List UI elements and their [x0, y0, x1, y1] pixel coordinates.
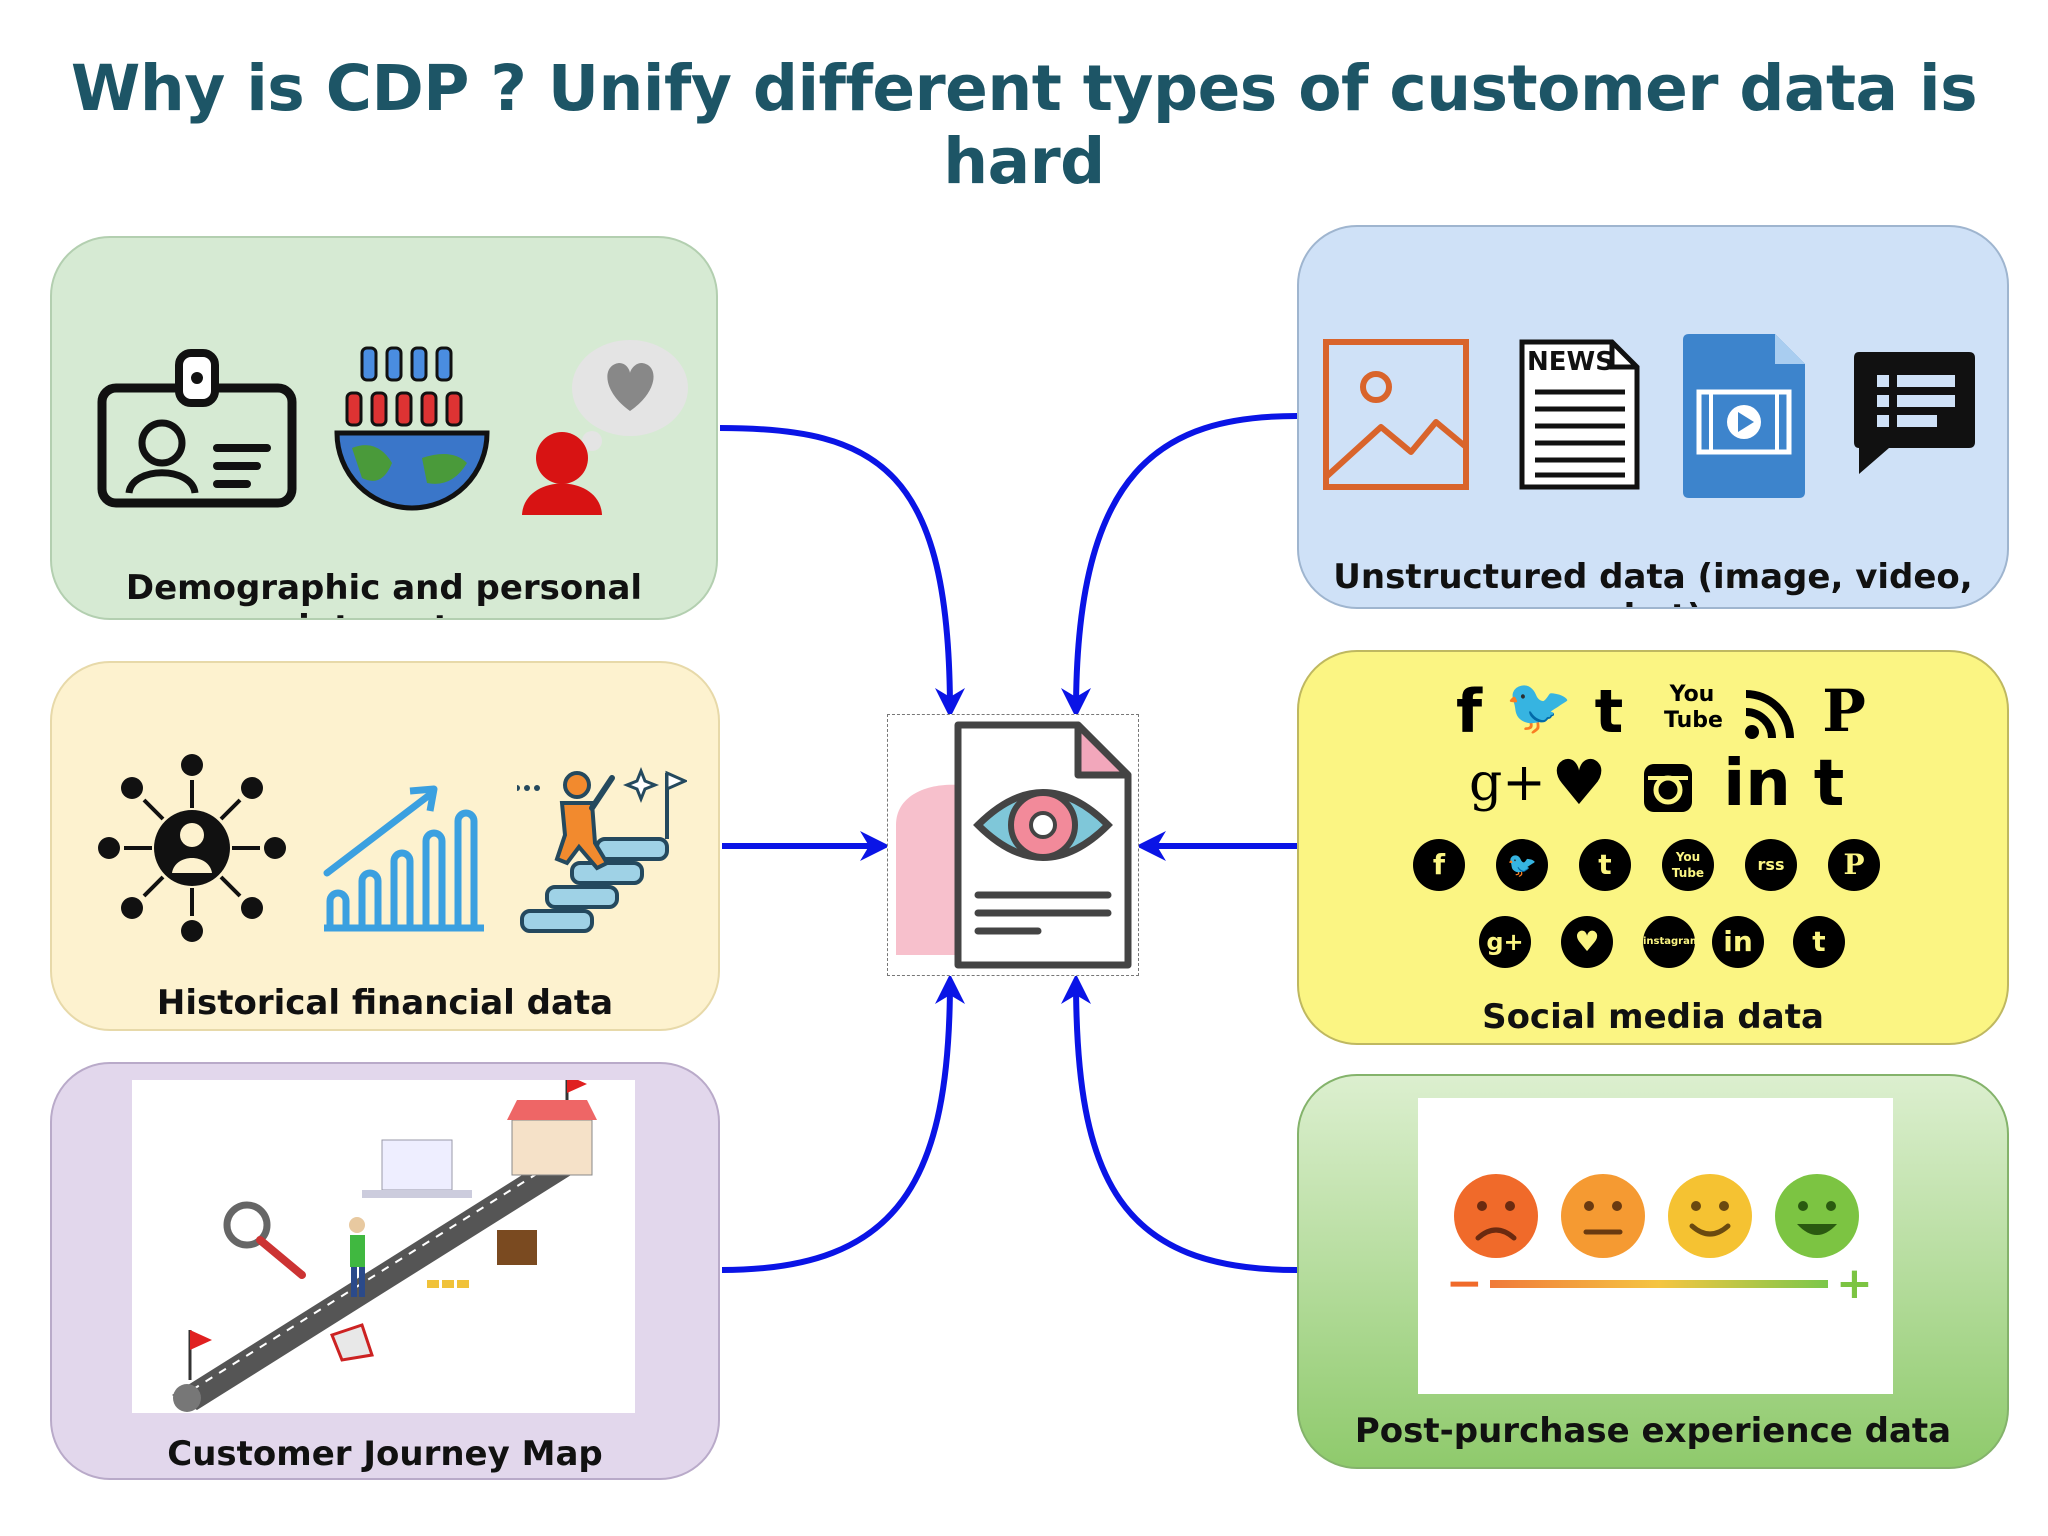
tumblr-t-icon: t: [1813, 747, 1845, 821]
panel-social: f 🐦 t You Tube P g+ ♥ in t f 🐦 t You Tub…: [1297, 650, 2009, 1045]
google-plus-icon: g+: [1469, 753, 1546, 813]
tumblr-t-circle-icon: t: [1793, 916, 1845, 968]
pinterest-icon: P: [1822, 677, 1866, 745]
network-person-icon: [98, 754, 286, 942]
panel-label: Post-purchase experience data: [1354, 1411, 1952, 1451]
tumblr-circle-icon: t: [1579, 839, 1631, 891]
satisfaction-scale: − +: [1418, 1098, 1893, 1394]
news-label: NEWS: [1527, 347, 1614, 377]
sad-face-icon: [1454, 1174, 1538, 1258]
arrow-demographic: [719, 425, 965, 718]
center-document-eye-icon: [887, 714, 1139, 976]
journey-map-illustration: [132, 1075, 635, 1413]
heart-circle-icon: ♥: [1561, 916, 1613, 968]
tumblr-icon: t: [1594, 677, 1624, 747]
scale-plus: +: [1836, 1258, 1873, 1309]
panel-unstructured: NEWS Unstructured data (image, video, ch…: [1297, 225, 2009, 609]
panel-label: Unstructured data (image, video, chat): [1333, 557, 1973, 607]
chat-bubble-icon: [1854, 352, 1975, 474]
rss-circle-icon: rss: [1745, 839, 1797, 891]
panel-demographic: Demographic and personal interests: [50, 236, 718, 620]
video-file-icon: [1683, 334, 1805, 498]
instagram-icon: [1644, 764, 1692, 812]
youtube-icon: You Tube: [1664, 682, 1723, 733]
linkedin-circle-icon: in: [1712, 916, 1764, 968]
population-globe-icon: [334, 346, 490, 511]
twitter-icon: 🐦: [1505, 675, 1573, 738]
google-plus-circle-icon: g+: [1479, 916, 1531, 968]
heart-icon: ♥: [1551, 746, 1607, 819]
pinterest-circle-icon: P: [1828, 839, 1880, 891]
image-file-icon: [1323, 339, 1469, 490]
panel-journey: Customer Journey Map: [50, 1062, 720, 1480]
growth-chart-icon: [323, 785, 484, 932]
facebook-circle-icon: f: [1413, 839, 1465, 891]
linkedin-icon: in: [1723, 747, 1791, 821]
person-heart-thought-icon: [522, 340, 688, 515]
panel-post-purchase: − + Post-purchase experience data: [1297, 1074, 2009, 1469]
neutral-face-icon: [1561, 1174, 1645, 1258]
news-doc-icon: NEWS: [1517, 337, 1642, 492]
instagram-circle-icon: instagram: [1643, 916, 1700, 968]
page-title: Why is CDP ? Unify different types of cu…: [70, 52, 1978, 198]
arrow-journey: [721, 974, 965, 1273]
youtube-circle-icon: You Tube: [1662, 839, 1714, 891]
stairs-goal-icon: [517, 766, 687, 933]
arrow-post: [1061, 974, 1298, 1273]
arrow-unstructured: [1061, 413, 1298, 718]
panel-label: Demographic and personal interests: [125, 568, 643, 618]
smile-face-icon: [1668, 1174, 1752, 1258]
panel-label: Customer Journey Map: [167, 1434, 603, 1474]
panel-financial: Historical financial data: [50, 661, 720, 1031]
panel-label: Social media data: [1482, 997, 1824, 1037]
facebook-icon: f: [1455, 677, 1483, 747]
happy-face-icon: [1775, 1174, 1859, 1258]
scale-minus: −: [1446, 1258, 1483, 1309]
panel-label: Historical financial data: [156, 983, 614, 1023]
id-card-icon: [97, 349, 297, 508]
twitter-circle-icon: 🐦: [1496, 839, 1548, 891]
rss-icon: [1745, 690, 1794, 739]
